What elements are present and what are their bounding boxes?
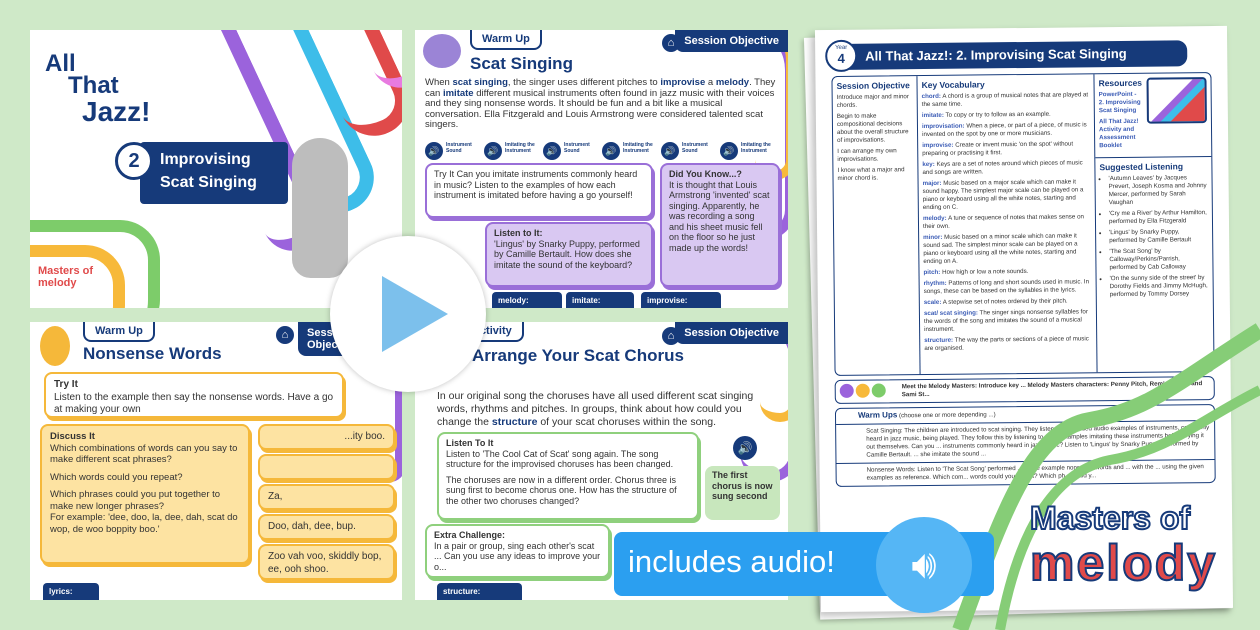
title-line-3: Jazz!: [82, 96, 151, 127]
speaker-icon[interactable]: 🔊: [733, 436, 757, 460]
subtitle-banner: Improvising Scat Singing: [140, 142, 288, 204]
box-title: Did You Know...?: [669, 169, 742, 179]
audio-speaker-icon: 🔊︎: [876, 517, 972, 613]
phrase-box: Za,: [258, 484, 395, 510]
box-title: Discuss It: [50, 431, 95, 442]
speaker-icon[interactable]: 🔊: [425, 142, 443, 160]
session-objective-button[interactable]: Session Objective: [675, 30, 788, 52]
speaker-icon[interactable]: 🔊: [661, 142, 679, 160]
discuss-line: Which combinations of words can you say …: [50, 442, 238, 466]
text: , the singer uses different pitches to: [507, 77, 661, 88]
key-word: structure: [491, 416, 538, 428]
badge-label: Instrument Sound: [446, 142, 472, 154]
listen-to-it-box: Listen to It:'Lingus' by Snarky Puppy, p…: [485, 222, 653, 287]
subtitle-line-1: Improvising: [160, 151, 251, 168]
vocab-imitate: imitate:: [566, 292, 634, 308]
slide-title: Arrange Your Scat Chorus: [472, 346, 684, 365]
speaker-icon[interactable]: 🔊: [543, 142, 561, 160]
key-word: scat singing: [452, 77, 508, 88]
title-line-1: All: [45, 50, 76, 77]
tab-warm-up[interactable]: Warm Up: [470, 30, 542, 50]
box-text: It is thought that Louis Armstrong 'inve…: [669, 179, 770, 253]
title-slide: All That Jazz! Improvising Scat Singing …: [30, 30, 402, 308]
logo-line-1: Masters of: [1029, 499, 1191, 537]
try-it-box: Try It Can you imitate instruments commo…: [425, 163, 653, 218]
masters-of-melody-logo-small: Masters of melody: [38, 265, 94, 289]
bird-icon: [40, 326, 70, 366]
speaker-icon[interactable]: 🔊: [484, 142, 502, 160]
box-text: In a pair or group, sing each other's sc…: [434, 540, 601, 572]
session-number: 2: [115, 142, 153, 180]
key-word: imitate: [442, 87, 474, 99]
box-title: Listen to It:: [494, 228, 543, 238]
vocab-lyrics: lyrics:: [43, 583, 99, 600]
slide-title: Nonsense Words: [83, 344, 222, 363]
vocab-structure: structure:: [437, 583, 522, 600]
phrase-box: [258, 454, 395, 480]
includes-audio-banner: includes audio! 🔊︎: [614, 517, 994, 613]
extra-challenge-box: Extra Challenge:In a pair or group, sing…: [425, 524, 610, 578]
text: . They can: [425, 77, 776, 99]
text: In our original song the choruses have a…: [437, 390, 754, 428]
badge-label: Imitating the Instrument: [741, 142, 771, 154]
tab-warm-up[interactable]: Warm Up: [83, 322, 155, 342]
key-word: melody: [715, 77, 750, 88]
logo-line-2: melody: [1029, 535, 1218, 591]
slide-title: Scat Singing: [470, 54, 573, 73]
badge-label: Instrument Sound: [564, 142, 590, 154]
phrase-box: Zoo vah voo, skiddly bop, ee, ooh shoo.: [258, 544, 395, 580]
scat-singing-slide: Warm Up ⌂ Session Objective Scat Singing…: [415, 30, 788, 308]
text: a: [705, 77, 716, 88]
text: different musical instruments often foun…: [425, 87, 775, 130]
speaker-icon[interactable]: 🔊: [602, 142, 620, 160]
discuss-line: For example: 'dee, doo, la, dee, dah, sc…: [50, 512, 238, 535]
discuss-it-box: Discuss It Which combinations of words c…: [40, 424, 250, 564]
box-title: Try It: [54, 379, 78, 390]
box-title: Listen To It: [446, 438, 494, 448]
vocab-improvise: improvise:: [641, 292, 721, 308]
text: When: [425, 77, 453, 88]
phrase-box: Doo, dah, dee, bup.: [258, 514, 395, 540]
play-button[interactable]: [330, 236, 486, 392]
box-title: Extra Challenge:: [434, 530, 506, 540]
vocab-melody: melody:: [492, 292, 562, 308]
discuss-line: Which phrases could you put together to …: [50, 489, 221, 512]
box-text: Listen to the example then say the nonse…: [54, 391, 334, 416]
box-text: The choruses are now in a different orde…: [446, 474, 677, 506]
nonsense-words-slide: Warm Up ⌂ Session Objective Nonsense Wor…: [30, 322, 402, 600]
banner-text: includes audio!: [628, 544, 835, 579]
title-line-2: That: [68, 72, 119, 99]
box-text: 'Lingus' by Snarky Puppy, performed by C…: [494, 238, 640, 270]
play-icon: [382, 276, 448, 352]
masters-of-melody-logo: Masters of melody: [1029, 499, 1255, 591]
badge-label: Imitating the Instrument: [505, 142, 535, 154]
bird-icon: [423, 34, 461, 68]
cat-illustration: [292, 138, 348, 278]
badge-label: Instrument Sound: [682, 142, 708, 154]
session-objective-button[interactable]: Session Objective: [675, 322, 788, 344]
box-text: Listen to 'The Cool Cat of Scat' song ag…: [446, 448, 674, 470]
phrase-box: ...ity boo.: [258, 424, 395, 450]
text: of your scat choruses within the song.: [537, 416, 716, 428]
intro-text: When scat singing, the singer uses diffe…: [425, 77, 780, 131]
intro-text: In our original song the choruses have a…: [437, 390, 767, 429]
badge-label: Imitating the Instrument: [623, 142, 653, 154]
key-word: improvise: [660, 77, 706, 88]
subtitle-line-2: Scat Singing: [160, 174, 257, 191]
speaker-icon[interactable]: 🔊: [720, 142, 738, 160]
discuss-line: Which words could you repeat?: [50, 471, 183, 483]
home-icon[interactable]: ⌂: [276, 326, 294, 344]
note-box: The first chorus is now sung second: [705, 466, 780, 520]
did-you-know-box: Did You Know...?It is thought that Louis…: [660, 163, 780, 287]
